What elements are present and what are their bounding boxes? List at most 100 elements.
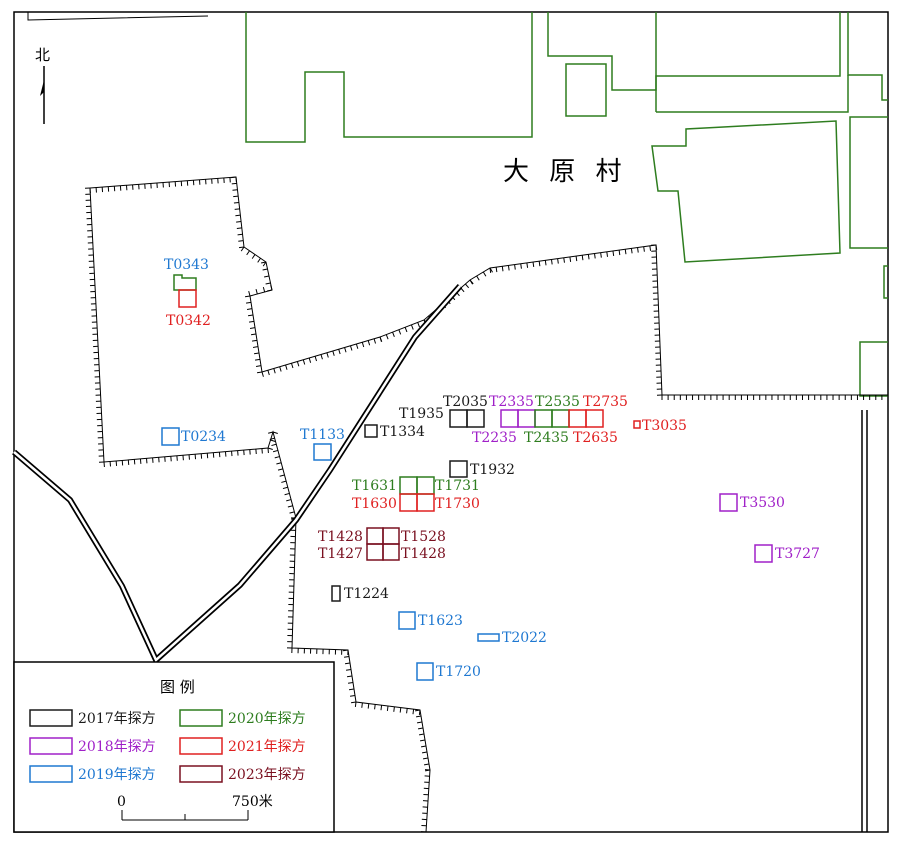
boundary-tick <box>350 701 357 704</box>
boundary-tick <box>326 352 329 358</box>
boundary-tick <box>230 176 237 179</box>
legend-swatch-2018 <box>29 737 73 755</box>
boundary-tick <box>349 695 356 697</box>
label-T1428b: T1428 <box>401 546 446 562</box>
excavation-squares <box>161 274 773 681</box>
boundary-tick <box>348 688 355 691</box>
square-T1623 <box>398 611 416 630</box>
boundary-tick <box>302 359 306 365</box>
boundary-tick <box>231 182 237 185</box>
boundary-tick <box>649 245 652 251</box>
boundary-tick <box>637 247 639 253</box>
boundary-tick <box>385 334 389 340</box>
square-T1730 <box>416 493 435 512</box>
boundary-tick <box>289 511 295 514</box>
boundary-tick <box>273 368 276 374</box>
north-label: 北 <box>35 46 50 64</box>
boundary-tick <box>268 431 274 434</box>
scale-start-label: 0 <box>117 794 126 810</box>
boundary-tick <box>270 285 273 291</box>
boundary-tick <box>279 366 282 372</box>
boundary-tick <box>380 705 383 711</box>
boundary-tick <box>643 246 645 252</box>
boundary-tick <box>235 214 241 217</box>
square-labels: T0343 T0342 T0234 T1133 T1334 T1935 T203… <box>164 257 820 680</box>
boundary-tick <box>489 267 492 274</box>
square-T0342 <box>178 289 197 308</box>
label-T1224: T1224 <box>344 586 389 602</box>
square-T0234 <box>161 427 180 446</box>
label-T0343: T0343 <box>164 257 209 273</box>
legend-swatch-2021 <box>179 737 223 755</box>
square-T1720 <box>416 662 434 681</box>
label-T1334: T1334 <box>380 424 425 440</box>
boundary-tick <box>412 709 415 715</box>
boundary-tick <box>285 364 288 370</box>
square-T1932 <box>449 460 468 478</box>
label-T1631: T1631 <box>352 478 397 494</box>
boundary-tick <box>624 249 627 255</box>
boundary-tick <box>655 244 658 251</box>
boundary-tick <box>282 486 288 490</box>
roads <box>12 284 868 832</box>
boundary-tick <box>343 656 350 658</box>
boundary-tick <box>410 324 414 330</box>
label-T2535: T2535 <box>535 394 580 410</box>
boundary-tick <box>392 331 395 337</box>
boundary-tick <box>246 308 253 310</box>
boundary-tick <box>256 371 263 374</box>
boundary-tick <box>399 707 402 713</box>
boundary-tick <box>251 254 256 259</box>
square-T1528 <box>382 527 400 545</box>
boundary-tick <box>367 703 370 709</box>
boundary-tick <box>422 757 429 760</box>
boundary-tick <box>253 352 260 355</box>
boundary-tick <box>248 320 255 323</box>
legend-label-2017: 2017年探方 <box>78 711 156 727</box>
label-T1935: T1935 <box>399 406 444 422</box>
boundary-tick <box>237 233 243 236</box>
boundary-tick <box>255 289 258 295</box>
boundary-tick <box>262 268 268 271</box>
boundary-tick <box>344 347 347 353</box>
boundary-tick <box>420 745 427 748</box>
legend-label-2023: 2023年探方 <box>228 767 306 783</box>
label-T2635: T2635 <box>573 430 618 446</box>
boundary-tick <box>264 275 270 278</box>
legend-swatch-2017 <box>29 709 73 727</box>
boundary-tick <box>544 260 547 266</box>
square-T2022 <box>477 633 500 642</box>
boundary-tick <box>291 363 294 369</box>
boundary-tick <box>419 739 426 742</box>
boundary-tick <box>416 721 423 724</box>
boundary-tick <box>557 258 559 264</box>
boundary-tick <box>345 669 352 671</box>
boundary-tick <box>618 250 621 256</box>
label-T1133: T1133 <box>300 427 345 443</box>
boundary-tick <box>267 289 273 292</box>
boundary-tick <box>355 343 359 349</box>
boundary-tick <box>514 264 516 270</box>
boundary-tick <box>279 474 285 477</box>
square-T1334 <box>364 424 378 438</box>
square-T1428b <box>382 543 400 561</box>
boundary-tick <box>262 287 266 293</box>
scale-end-label: 750米 <box>232 794 273 810</box>
boundary-tick <box>406 708 408 714</box>
boundary-tick <box>254 358 261 361</box>
boundary-tick <box>238 246 245 249</box>
label-T3035: T3035 <box>642 418 687 434</box>
boundary-tick <box>347 682 354 684</box>
square-T3035 <box>633 420 641 429</box>
boundary-tick <box>284 492 290 496</box>
legend-title: 图 例 <box>160 678 195 696</box>
boundary-tick <box>287 505 293 508</box>
label-T1720: T1720 <box>436 664 481 680</box>
square-T3727 <box>754 544 773 563</box>
square-T2035 <box>466 409 485 428</box>
boundary-tick <box>415 715 422 718</box>
boundary-tick <box>270 439 276 442</box>
boundary-tick <box>244 295 251 298</box>
boundary-tick <box>286 499 292 502</box>
boundary-tick <box>250 333 257 336</box>
